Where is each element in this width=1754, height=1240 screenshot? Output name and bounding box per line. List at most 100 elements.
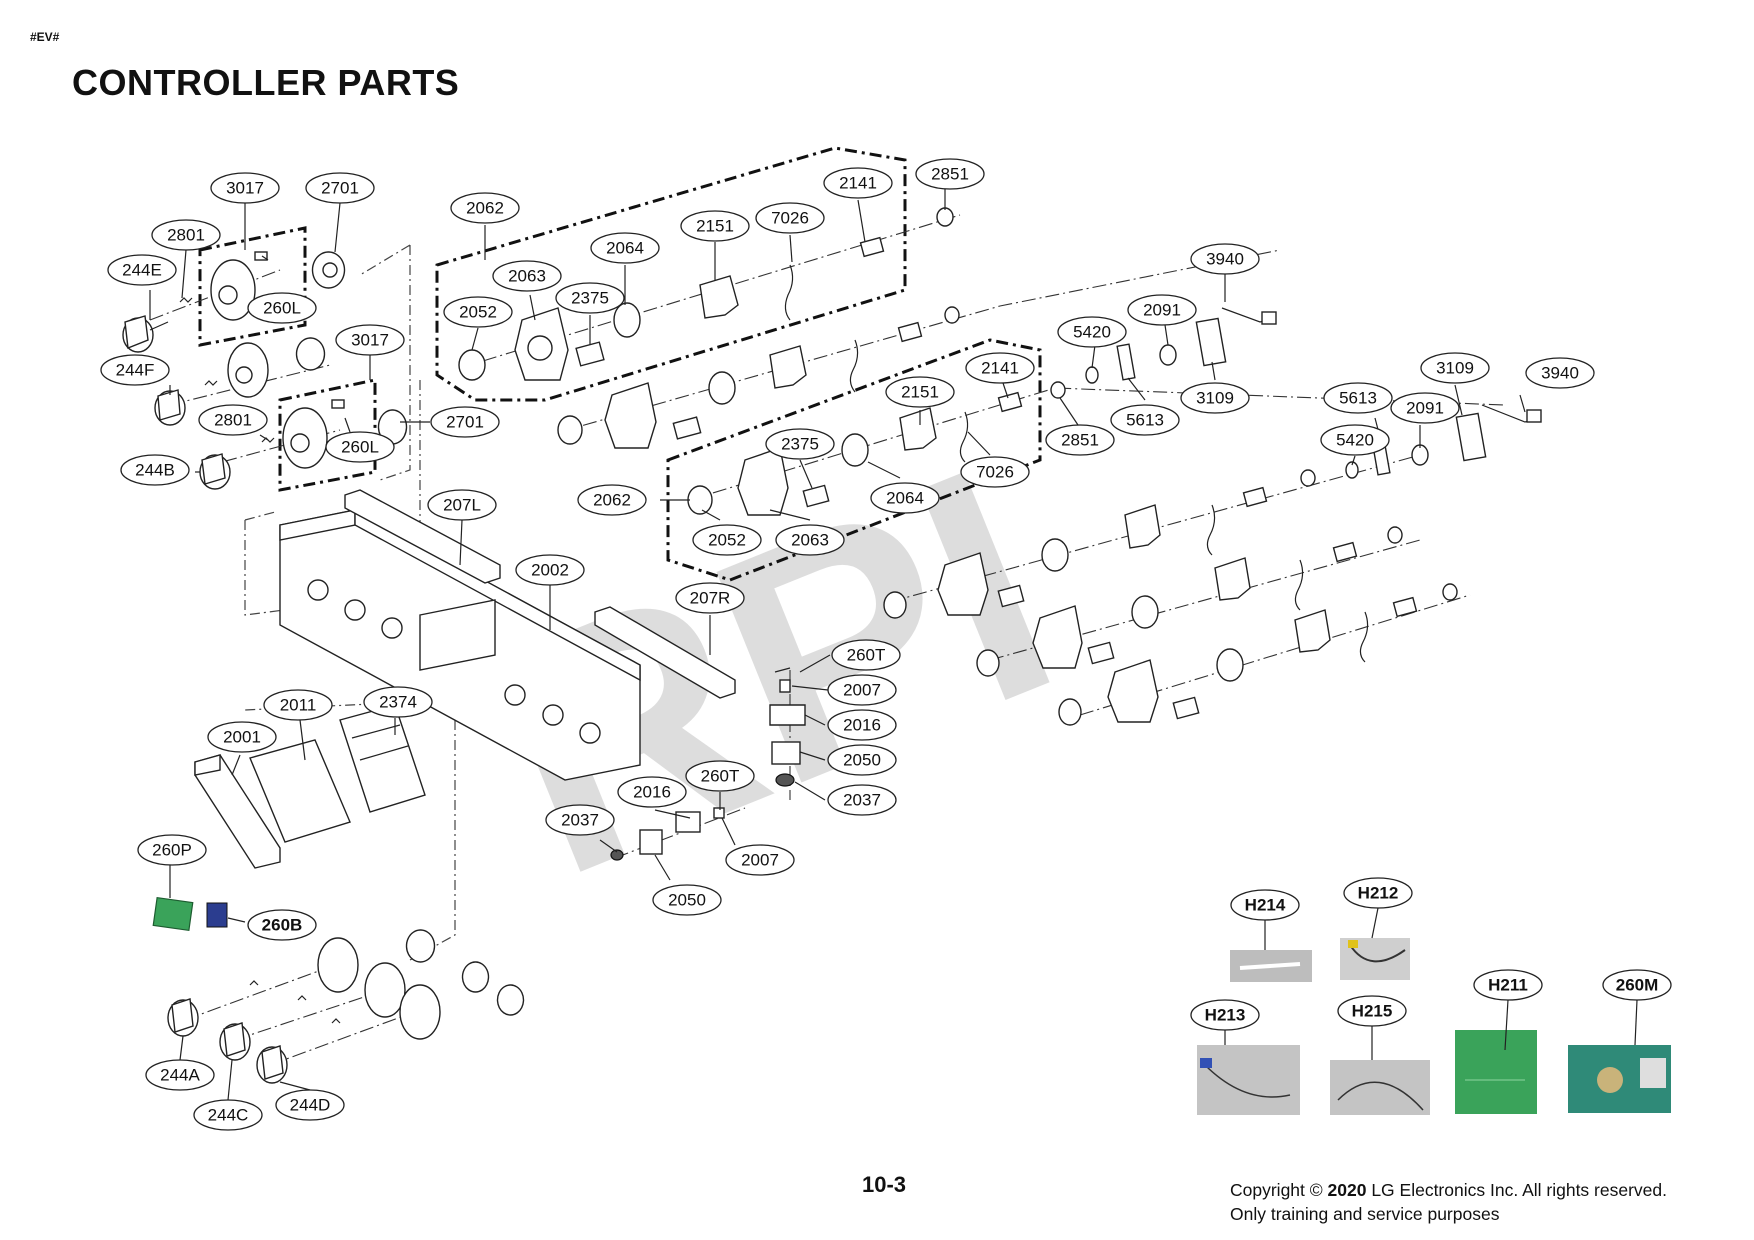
callout-text: 2037: [843, 791, 881, 810]
callout-H214: H214: [1230, 889, 1300, 921]
copyright-year: 2020: [1327, 1180, 1367, 1200]
panel-assembly-boundary: [244, 511, 301, 616]
callout-2064-upper: 2064: [590, 232, 660, 264]
trim-rail-207L: [344, 489, 501, 584]
callout-text: 260T: [847, 646, 886, 665]
callout-text: 2151: [901, 383, 939, 402]
callout-2062-upper: 2062: [450, 192, 520, 224]
callout-3017-lower: 3017: [335, 324, 405, 356]
callout-text: H213: [1205, 1006, 1246, 1025]
callout-text: H214: [1245, 896, 1286, 915]
switch-2141-middle: [997, 391, 1023, 413]
callout-260T-vertical: 260T: [831, 639, 901, 671]
page-number: 10-3: [862, 1172, 907, 1197]
callout-text: 2091: [1406, 399, 1444, 418]
callout-labels: 3017 2701 2801 244E 260L 244F 3017 2801 …: [100, 158, 1672, 1131]
cap-2851-upper: [936, 207, 954, 227]
callout-text: 7026: [771, 209, 809, 228]
callout-207L: 207L: [427, 489, 497, 521]
cam-2064-middle: [841, 433, 869, 467]
callout-text: 3940: [1541, 364, 1579, 383]
callout-3017-upper: 3017: [210, 172, 280, 204]
plate-2151-upper: [699, 275, 739, 319]
callout-H211: H211: [1473, 969, 1543, 1001]
callout-text: 2375: [571, 289, 609, 308]
callout-text: 244B: [135, 461, 175, 480]
callout-2001: 2001: [207, 721, 277, 753]
copyright-prefix: Copyright ©: [1230, 1180, 1328, 1200]
display-frame-2001: [194, 754, 281, 869]
bracket-2375-middle: [802, 484, 830, 508]
callout-260T-horizontal: 260T: [685, 760, 755, 792]
pcb-photo-H211: [1455, 1030, 1537, 1114]
ring-2701-upper: [311, 251, 346, 289]
callout-text: H212: [1358, 884, 1399, 903]
trim-rail-207R: [594, 606, 736, 699]
callout-text: 3017: [351, 331, 389, 350]
harness-photo-H214: [1230, 950, 1312, 982]
callout-2801-upper: 2801: [151, 219, 221, 251]
cam-2064-second: [708, 371, 736, 405]
callout-2063-middle: 2063: [775, 524, 845, 556]
callout-text: 207R: [690, 589, 731, 608]
harness-photo-H212: [1340, 938, 1410, 980]
callout-text: 260T: [701, 767, 740, 786]
bracket-2375-second: [672, 416, 702, 440]
callout-2851-middle: 2851: [1045, 424, 1115, 456]
bracket-2375-upper: [575, 341, 605, 367]
upper-control-group-frame: [435, 146, 907, 402]
callout-text: 207L: [443, 496, 481, 515]
spacer-2091-upper: [1159, 344, 1177, 366]
callout-text: 5420: [1336, 431, 1374, 450]
leader-lines: [149, 188, 1638, 1101]
housing-2063-second: [604, 382, 657, 449]
harness-photo-H213: [1197, 1045, 1300, 1115]
callout-text: 2851: [931, 165, 969, 184]
callout-text: 244C: [208, 1106, 249, 1125]
callout-text: 2011: [280, 696, 317, 715]
callout-text: 2063: [791, 531, 829, 550]
switch-2141-second: [897, 321, 923, 343]
callout-text: 3109: [1196, 389, 1234, 408]
callout-2701-lower: 2701: [430, 406, 500, 438]
sixth-shaft-axis: [1079, 594, 1471, 716]
callout-2375-middle: 2375: [765, 428, 835, 460]
copyright-suffix: LG Electronics Inc. All rights reserved.: [1366, 1180, 1667, 1200]
callout-text: 2801: [214, 411, 252, 430]
display-bracket-2374: [339, 704, 426, 813]
upper-left-knob-frame: [198, 226, 307, 347]
callout-text: 5420: [1073, 323, 1111, 342]
callout-2151-upper: 2151: [680, 210, 750, 242]
callout-text: 2062: [466, 199, 504, 218]
callout-2091-right: 2091: [1390, 392, 1460, 424]
callout-207R: 207R: [675, 582, 745, 614]
callout-text: 260L: [263, 299, 301, 318]
pcb-260P: [152, 896, 194, 932]
washer-5420-right: [1345, 461, 1359, 479]
cam-2064-upper: [613, 302, 641, 338]
callout-text: 2064: [606, 239, 644, 258]
callout-5420-upper: 5420: [1057, 316, 1127, 348]
callout-2701-upper: 2701: [305, 172, 375, 204]
callout-2064-middle: 2064: [870, 482, 940, 514]
callout-260M: 260M: [1602, 969, 1672, 1001]
callout-3109-right: 3109: [1420, 352, 1490, 384]
harness-3940-upper: [1221, 307, 1277, 325]
callout-text: 2091: [1143, 301, 1181, 320]
callout-2374: 2374: [363, 686, 433, 718]
middle-control-group-frame: [666, 338, 1042, 582]
knob-housing-3017-upper: [210, 251, 268, 321]
callout-2375-upper: 2375: [555, 282, 625, 314]
lower-knob-axis-2: [234, 989, 386, 1041]
selector-stack-horizontal: [610, 807, 725, 861]
cap-2851-middle: [1050, 381, 1066, 399]
callout-H212: H212: [1343, 877, 1413, 909]
page-title: CONTROLLER PARTS: [72, 62, 460, 103]
knob-housing-3017-lower: [282, 399, 345, 469]
washer-5420-upper: [1085, 366, 1099, 384]
callout-text: 2007: [741, 851, 779, 870]
callout-2062-middle: 2062: [577, 484, 647, 516]
usage-notice: Only training and service purposes: [1230, 1204, 1500, 1224]
callout-text: 2141: [981, 359, 1019, 378]
